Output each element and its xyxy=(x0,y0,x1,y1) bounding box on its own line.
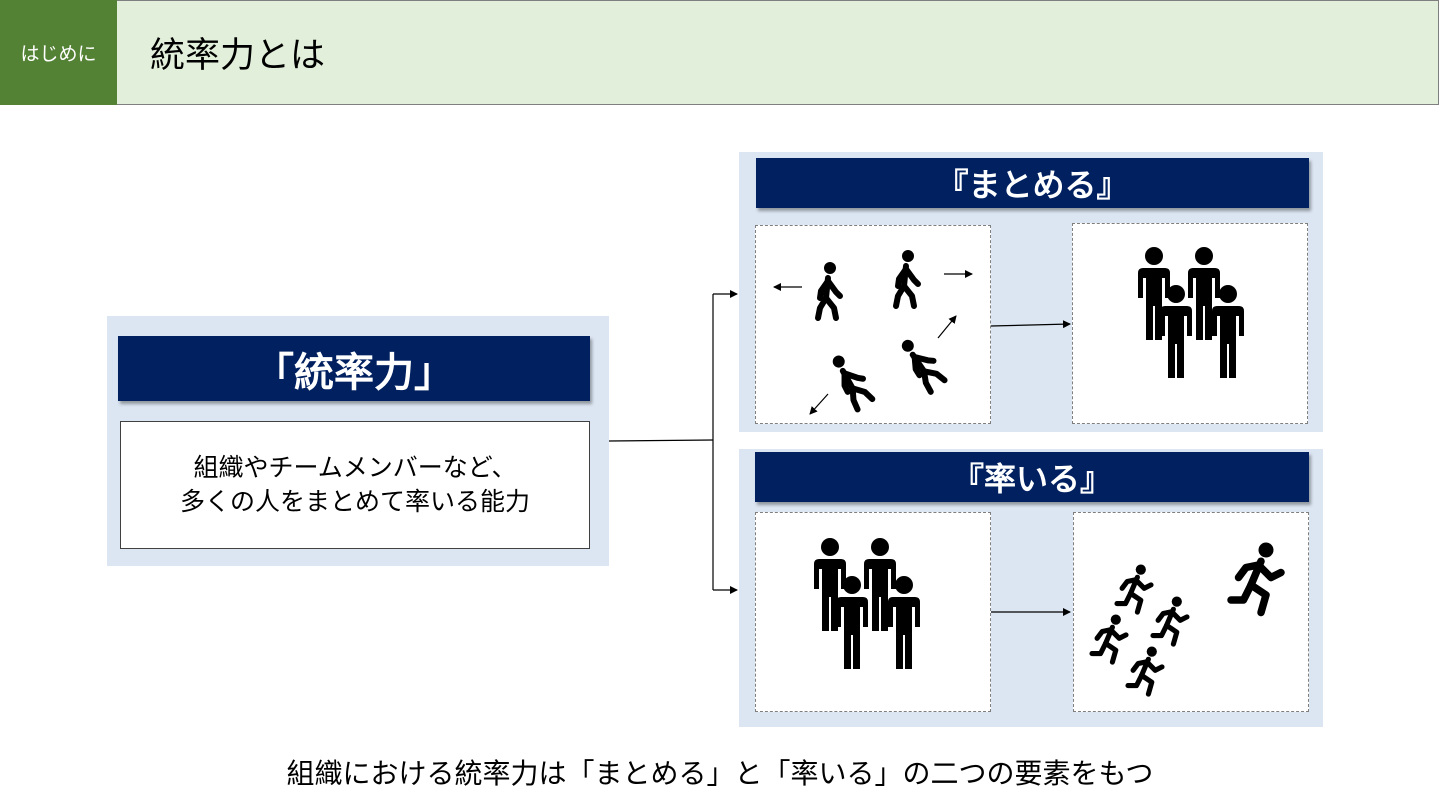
group-figures xyxy=(814,538,920,669)
running-figures xyxy=(1092,543,1281,695)
scattered-people-box xyxy=(755,225,991,424)
gathered-group-figures xyxy=(1138,247,1244,378)
scattered-walkers xyxy=(818,250,948,409)
header-bar: 統率力とは xyxy=(117,0,1439,105)
summary-text: 組織における統率力は「まとめる」と「率いる」の二つの要素をもつ xyxy=(286,757,1154,790)
definition-line-1: 組織やチームメンバーなど、 xyxy=(193,453,517,482)
page-title: 統率力とは xyxy=(150,36,326,76)
definition-title: 「統率力」 xyxy=(118,336,590,401)
header-tag: はじめに xyxy=(0,0,117,105)
definition-line-2: 多くの人をまとめて率いる能力 xyxy=(179,487,530,516)
matomeru-title: 『まとめる』 xyxy=(756,158,1309,208)
branch-connector xyxy=(608,290,1071,616)
definition-box: 組織やチームメンバーなど、 多くの人をまとめて率いる能力 xyxy=(120,421,590,549)
scatter-arrows xyxy=(773,270,973,415)
hikiiru-title: 『率いる』 xyxy=(755,452,1309,502)
